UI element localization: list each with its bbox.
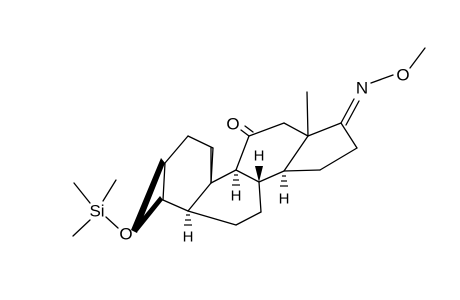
h5-label: H <box>183 229 194 246</box>
stereo-h-14: H <box>279 175 290 208</box>
ether-oxygen-label: O <box>119 225 132 244</box>
bond-c1-c2 <box>187 135 214 149</box>
h9-label: H <box>231 188 242 205</box>
oxime-double-bond-a <box>340 98 355 124</box>
ring-c <box>235 122 309 183</box>
bond-o-si <box>105 216 119 229</box>
bond-c3-c4 <box>162 162 166 201</box>
stereo-h-9: H <box>231 174 242 205</box>
bond-c8-c7 <box>258 181 262 213</box>
bond-c13-c14 <box>283 135 309 172</box>
methyl-c18-bond <box>306 91 309 137</box>
bond-c9-c11 <box>235 135 250 171</box>
ring-a <box>162 135 214 212</box>
ketone-double-bond-a <box>240 129 250 137</box>
wedge-h8 <box>255 166 263 182</box>
oxime-group: N O <box>340 47 426 126</box>
bond-c12-c13 <box>283 122 309 137</box>
ketone-double-bond-b <box>244 125 254 133</box>
bond-c5-c10 <box>187 182 212 212</box>
ketone-oxygen-label: O <box>226 115 239 134</box>
si-methyl-2 <box>102 179 117 202</box>
stereo-h-8: H <box>254 148 265 182</box>
si-methyl-1 <box>73 182 91 204</box>
bond-c11-c12 <box>248 122 285 137</box>
bond-c2-c3 <box>164 135 189 164</box>
bond-c17-c16 <box>340 122 358 149</box>
bond-c10-c9 <box>210 169 237 184</box>
bond-c14-c8 <box>258 170 285 183</box>
wedge-c3-o-head <box>134 196 163 231</box>
bond-c16-c15 <box>319 147 358 171</box>
bond-c9-c8 <box>235 169 260 183</box>
silicon-label: Si <box>89 202 104 221</box>
wedge-c3-o <box>131 158 165 233</box>
ketone-group: O <box>226 115 254 137</box>
si-methyl-3 <box>72 219 91 237</box>
stereo-h-5: H <box>183 214 194 246</box>
ring-d <box>283 122 358 172</box>
oxime-nitrogen-label: N <box>356 79 368 98</box>
bond-c7-c6 <box>235 211 262 226</box>
bond-o-methyl <box>409 47 426 69</box>
bond-n-o <box>370 74 394 84</box>
oxime-double-bond-b <box>345 100 360 126</box>
ring-b <box>187 169 262 226</box>
bond-c15-c14 <box>283 169 321 172</box>
tms-ether-group: O Si <box>72 158 165 244</box>
oxime-oxygen-label: O <box>396 66 409 85</box>
bond-c4-c5 <box>162 199 189 212</box>
bond-c13-c17 <box>307 122 342 137</box>
h14-label: H <box>279 191 290 208</box>
h8-label: H <box>254 148 265 165</box>
bond-c6-c5 <box>187 210 237 226</box>
